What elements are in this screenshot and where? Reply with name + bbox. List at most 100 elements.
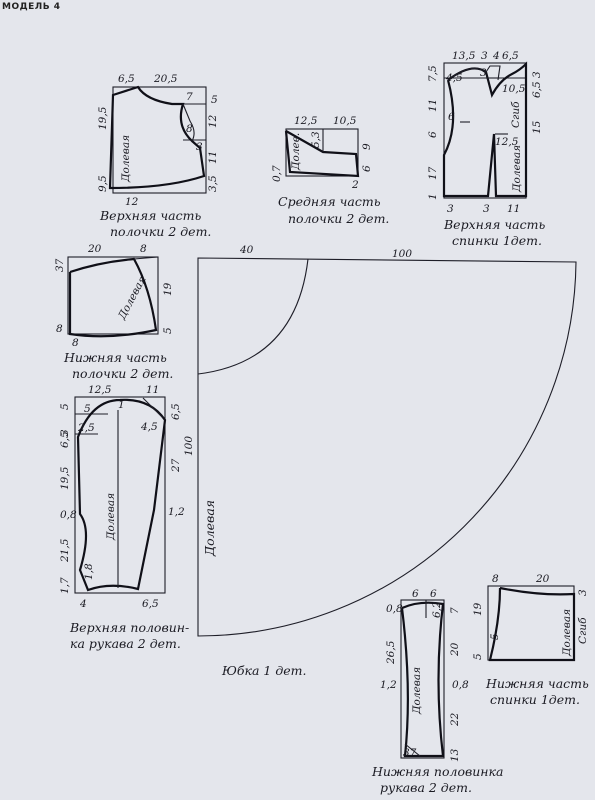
lower-back-outline (488, 586, 576, 662)
upper-sleeve-dim-14: 1,2 (168, 506, 185, 518)
upper-back-dim-11: 11 (427, 99, 439, 112)
lower-front-outline (68, 257, 158, 338)
upper-back-dim-5: 7,5 (427, 65, 439, 82)
upper-sleeve-dim-12: 27 (170, 458, 182, 473)
lower-sleeve-dim-1: 6 (412, 588, 419, 600)
upper-sleeve-pattern: 12,5 11 5 5 1 6,5 3 6,5 2,5 4,5 19,5 27 … (59, 384, 189, 651)
middle-front-caption-2: полочки 2 дет. (288, 211, 389, 226)
lower-back-dim-6: 5 (472, 653, 484, 660)
middle-front-caption-1: Средняя часть (278, 194, 381, 209)
lower-front-dim-3: 37 (54, 258, 66, 272)
skirt-pattern: 40 100 100 Долевая Юбка 1 дет. (183, 244, 577, 678)
lower-front-frame (67, 256, 159, 335)
lower-back-grain-label: Долевая (561, 609, 573, 657)
page-header-label: МОДЕЛЬ 4 (2, 2, 61, 12)
lower-front-dim-4: 19 (162, 282, 174, 296)
upper-sleeve-dim-18: 4 (79, 598, 87, 610)
lower-back-caption-1: Нижняя часть (485, 676, 589, 691)
upper-front-dim-3: 19,5 (97, 106, 109, 130)
upper-back-caption-1: Верхняя часть (443, 217, 545, 232)
pattern-line (133, 256, 159, 260)
upper-back-dim-3: 4 (492, 50, 500, 62)
upper-sleeve-grain-label: Долевая (105, 493, 117, 541)
lower-back-dim-1: 8 (492, 573, 499, 585)
lower-front-dim-2: 8 (140, 243, 147, 255)
pattern-line (447, 65, 501, 81)
middle-front-frame (285, 128, 359, 177)
lower-sleeve-grain-label: Долевая (411, 667, 423, 715)
pattern-line (404, 743, 421, 757)
lower-sleeve-caption-2: рукава 2 дет. (380, 780, 472, 795)
middle-front-outline (284, 130, 360, 178)
upper-sleeve-dim-3: 5 (59, 403, 71, 410)
middle-front-dim-5: 9 (361, 143, 373, 150)
upper-front-dim-6: 8 (186, 123, 193, 135)
upper-front-dim-12: 12 (125, 196, 139, 208)
lower-sleeve-dim-3: 0,8 (386, 603, 403, 615)
upper-sleeve-dim-17: 1,7 (59, 577, 71, 594)
upper-front-dim-5: 5 (211, 94, 218, 106)
upper-sleeve-frame (74, 396, 166, 594)
lower-back-dim-2: 20 (535, 573, 550, 585)
middle-front-grain-label: Долев. (290, 133, 302, 171)
middle-front-dim-4: 0,7 (271, 165, 283, 182)
upper-sleeve-caption-2: ка рукава 2 дет. (70, 636, 181, 651)
upper-sleeve-dim-19: 6,5 (142, 598, 159, 610)
lower-sleeve-frame (400, 599, 445, 759)
lower-sleeve-dim-6: 26,5 (385, 640, 397, 665)
upper-sleeve-dim-8: 6,5 (59, 431, 71, 448)
upper-sleeve-dim-11: 19,5 (59, 466, 71, 490)
lower-back-fold-label: Сгиб (577, 617, 589, 644)
lower-sleeve-dim-4: 6,2 (431, 601, 443, 618)
skirt-dim-length-top: 100 (392, 248, 412, 260)
lower-sleeve-dim-7: 20 (449, 642, 461, 657)
upper-sleeve-dim-7: 3 (59, 429, 71, 436)
upper-back-dim-6: 4,5 (445, 72, 463, 84)
upper-sleeve-dim-10: 4,5 (140, 421, 158, 433)
skirt-caption: Юбка 1 дет. (221, 663, 307, 678)
upper-sleeve-dim-15: 21,5 (59, 538, 71, 563)
upper-sleeve-dim-9: 2,5 (77, 422, 95, 434)
lower-front-dim-1: 20 (87, 243, 102, 255)
upper-front-outline (108, 85, 206, 190)
skirt-dim-length-side: 100 (183, 436, 195, 456)
lower-sleeve-pattern: 6 6 0,8 6,2 7 26,5 20 1,2 0,8 22 37 13 Д… (371, 588, 503, 795)
upper-front-dim-10: 9,5 (97, 175, 109, 192)
upper-back-dim-13: 15 (531, 120, 543, 134)
upper-sleeve-dim-6: 6,5 (170, 403, 182, 420)
upper-sleeve-dim-2: 11 (146, 384, 159, 396)
upper-front-grain-label: Долевая (120, 135, 132, 183)
middle-front-pattern: 12,5 10,5 5,3 0,7 9 6 2 Долев. Средняя ч… (271, 115, 389, 226)
lower-back-caption-2: спинки 1дет. (490, 692, 580, 707)
upper-sleeve-dim-5: 1 (118, 399, 125, 411)
lower-sleeve-outline (400, 601, 445, 758)
middle-front-dim-6: 6 (361, 165, 373, 172)
pattern-line (142, 397, 164, 419)
upper-back-dim-4: 6,5 (502, 50, 519, 62)
lower-back-pattern: 8 20 3 19 5 5 Сгиб Долевая Нижняя часть … (472, 573, 589, 707)
upper-back-dim-12: 6 (448, 111, 455, 123)
skirt-grain-label: Долевая (202, 500, 217, 557)
upper-back-fold-label: Сгиб (510, 101, 522, 128)
upper-back-pattern: 13,5 3 4 6,5 7,5 4,5 3 10,5 6,5 3 11 6 1… (427, 50, 545, 248)
upper-back-dim-7: 3 (531, 71, 543, 78)
upper-back-dim-2: 3 (481, 50, 488, 62)
upper-front-dim-7: 12 (207, 114, 219, 128)
lower-front-dim-6: 5 (162, 327, 174, 334)
upper-front-dim-4: 7 (186, 91, 193, 103)
middle-front-dim-7: 2 (351, 179, 359, 191)
skirt-dim-waist: 40 (239, 244, 254, 256)
lower-sleeve-dim-11: 37 (403, 747, 417, 759)
lower-back-dim-3: 3 (577, 589, 589, 596)
upper-back-dim-18: 3 (447, 203, 454, 215)
upper-sleeve-dim-1: 12,5 (88, 384, 112, 396)
lower-front-dim-7: 8 (72, 337, 79, 349)
upper-front-dim-8: 11 (207, 151, 219, 164)
upper-sleeve-dim-4: 5 (84, 403, 91, 415)
lower-sleeve-dim-10: 22 (449, 712, 461, 727)
lower-sleeve-dim-2: 6 (430, 588, 437, 600)
pattern-line (182, 103, 195, 142)
upper-back-dim-9: 6,5 (531, 81, 543, 98)
upper-front-dim-2: 20,5 (153, 73, 178, 85)
